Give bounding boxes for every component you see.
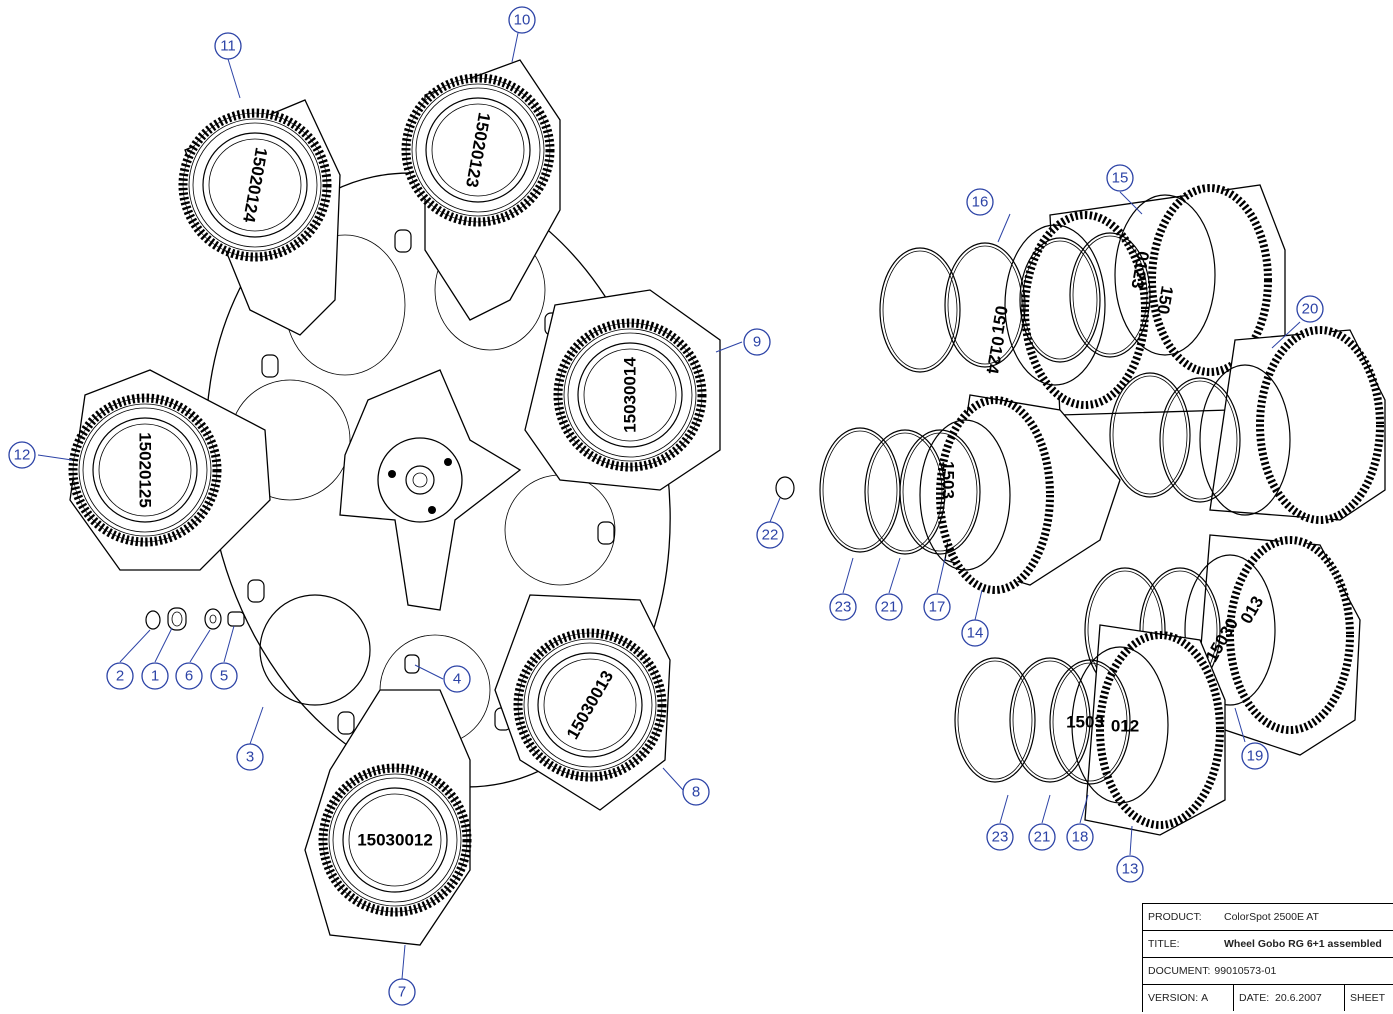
svg-text:20: 20: [1302, 301, 1319, 318]
leader-lines: [37, 32, 1301, 980]
part-4-stud: [404, 654, 420, 674]
svg-text:14: 14: [967, 625, 984, 642]
gobo-engraving-12: 15020125: [136, 432, 155, 508]
svg-text:3: 3: [246, 749, 254, 766]
title-label: TITLE:: [1148, 938, 1180, 950]
svg-text:16: 16: [972, 194, 989, 211]
svg-text:23: 23: [835, 599, 852, 616]
balloon-17: 17: [923, 593, 951, 621]
date-cell: DATE: 20.6.2007: [1234, 985, 1345, 1011]
svg-text:5: 5: [220, 668, 228, 685]
version-row: VERSION: A DATE: 20.6.2007 SHEET: [1143, 985, 1393, 1011]
title-block: PRODUCT: ColorSpot 2500E AT TITLE: Wheel…: [1142, 903, 1393, 1012]
svg-text:12: 12: [14, 447, 31, 464]
exploded-engraving-123a: 150: [1153, 284, 1177, 315]
svg-text:10: 10: [514, 12, 531, 29]
svg-text:11: 11: [220, 38, 236, 55]
balloon-2: 2: [106, 662, 134, 690]
product-row: PRODUCT: ColorSpot 2500E AT: [1143, 904, 1393, 931]
svg-text:22: 22: [762, 527, 779, 544]
exploded-engraving-middle: 1503: [939, 461, 958, 499]
gobo-engraving-9: 15030014: [621, 357, 640, 433]
svg-text:18: 18: [1072, 829, 1089, 846]
svg-text:7: 7: [398, 984, 406, 1001]
hardware-parts: [145, 607, 245, 631]
exploded-engraving-124a: 150: [988, 304, 1012, 335]
balloon-18: 18: [1066, 823, 1094, 851]
sheet-cell: SHEET: [1345, 985, 1390, 1011]
exploded-engraving-124b: 0124: [982, 335, 1007, 376]
svg-text:21: 21: [1034, 829, 1051, 846]
exploded-views: 150 0124 150 0123 1503 15030 013 1503: [775, 184, 1386, 836]
svg-text:6: 6: [185, 668, 193, 685]
balloon-5: 5: [210, 662, 238, 690]
exploded-engraving-bottom-b: 012: [1111, 717, 1139, 736]
date-label: DATE:: [1239, 992, 1270, 1004]
balloon-7: 7: [388, 978, 416, 1006]
title-row: TITLE: Wheel Gobo RG 6+1 assembled: [1143, 931, 1393, 958]
exploded-engraving-bottom: 1503: [1066, 713, 1104, 732]
svg-text:13: 13: [1122, 861, 1139, 878]
svg-text:4: 4: [453, 671, 461, 688]
date-value: 20.6.2007: [1275, 992, 1322, 1004]
version-value: A: [1201, 992, 1209, 1004]
item-balloons: 11 10 9 12 8 7 4 3 2 1 6 5 16 15 20 22 2…: [8, 6, 1324, 1006]
gobo-engraving-7: 15030012: [357, 831, 433, 850]
svg-text:19: 19: [1247, 748, 1264, 765]
center-hub: [339, 369, 522, 611]
balloon-16: 16: [966, 188, 994, 216]
part-22: [775, 476, 795, 500]
product-label: PRODUCT:: [1148, 911, 1202, 923]
document-row: DOCUMENT: 99010573-01: [1143, 958, 1393, 985]
balloon-9: 9: [743, 328, 771, 356]
balloon-4: 4: [443, 665, 471, 693]
svg-text:17: 17: [929, 599, 946, 616]
balloon-21-lower: 21: [1028, 823, 1056, 851]
balloon-10: 10: [508, 6, 536, 34]
balloon-3: 3: [236, 743, 264, 771]
svg-text:21: 21: [881, 599, 898, 616]
balloon-23-lower: 23: [986, 823, 1014, 851]
document-label: DOCUMENT:: [1148, 965, 1211, 977]
balloon-21-upper: 21: [875, 593, 903, 621]
balloon-23-upper: 23: [829, 593, 857, 621]
svg-text:23: 23: [992, 829, 1009, 846]
balloon-19: 19: [1241, 742, 1269, 770]
balloon-1: 1: [141, 662, 169, 690]
balloon-14: 14: [961, 619, 989, 647]
balloon-8: 8: [682, 778, 710, 806]
sheet-label: SHEET: [1350, 992, 1386, 1004]
balloon-13: 13: [1116, 855, 1144, 883]
svg-text:1: 1: [151, 668, 159, 685]
balloon-15: 15: [1106, 164, 1134, 192]
document-value: 99010573-01: [1214, 965, 1277, 977]
balloon-12: 12: [8, 441, 36, 469]
version-cell: VERSION: A: [1143, 985, 1234, 1011]
balloon-11: 11: [214, 32, 242, 60]
svg-text:15: 15: [1112, 170, 1129, 187]
svg-text:9: 9: [753, 334, 761, 351]
assembled-wheel: 15020124 15020123 15030014 15020125 1503…: [70, 59, 721, 946]
balloon-22: 22: [756, 521, 784, 549]
version-label: VERSION:: [1148, 992, 1199, 1004]
balloon-20: 20: [1296, 295, 1324, 323]
product-value: ColorSpot 2500E AT: [1224, 911, 1319, 923]
title-value: Wheel Gobo RG 6+1 assembled: [1224, 938, 1382, 950]
balloon-6: 6: [175, 662, 203, 690]
svg-text:8: 8: [692, 784, 700, 801]
svg-text:2: 2: [116, 668, 124, 685]
